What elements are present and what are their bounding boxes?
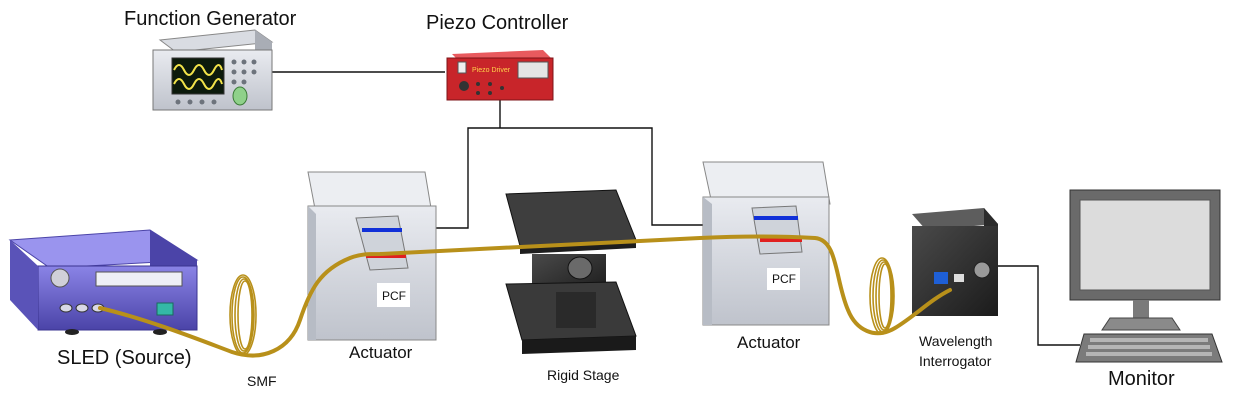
- stage-knob-icon: [568, 257, 592, 279]
- pcf-holder-right: [752, 206, 802, 254]
- sled-knob-icon: [51, 269, 69, 287]
- actuator-right-label: Actuator: [737, 333, 801, 352]
- function-generator: [153, 30, 272, 110]
- rigid-stage: [506, 190, 636, 354]
- piezo-panel-text: Piezo Driver: [472, 67, 511, 74]
- pcf-left-label: PCF: [382, 289, 406, 303]
- rigid-stage-label: Rigid Stage: [547, 367, 620, 383]
- piezo-controller: Piezo Driver: [447, 50, 553, 100]
- smf-fiber-coil: [230, 275, 256, 355]
- wavelength-interrogator: [912, 208, 998, 316]
- smf-label: SMF: [247, 373, 277, 389]
- wire-interrogator-to-monitor: [998, 266, 1080, 345]
- interrogator-label-line2: Interrogator: [919, 353, 992, 369]
- monitor: [1070, 190, 1222, 362]
- interrogator-label-line1: Wavelength: [919, 333, 992, 349]
- interrogator-knob-icon: [974, 262, 990, 278]
- sled-source: [10, 230, 197, 335]
- knob-icon: [233, 87, 247, 105]
- monitor-label: Monitor: [1108, 368, 1175, 390]
- function-generator-label: Function Generator: [124, 8, 297, 30]
- interrogator-fiber-coil: [870, 258, 894, 334]
- pcf-right-label: PCF: [772, 272, 796, 286]
- sled-label: SLED (Source): [57, 347, 192, 369]
- waveform-screen: [172, 58, 224, 94]
- piezo-controller-label: Piezo Controller: [426, 12, 569, 34]
- actuator-left-label: Actuator: [349, 343, 413, 362]
- bragg-grating-blue: [754, 216, 798, 220]
- bragg-grating-blue: [362, 228, 402, 232]
- wire-to-left-actuator: [432, 128, 500, 228]
- actuator-right: [703, 162, 830, 325]
